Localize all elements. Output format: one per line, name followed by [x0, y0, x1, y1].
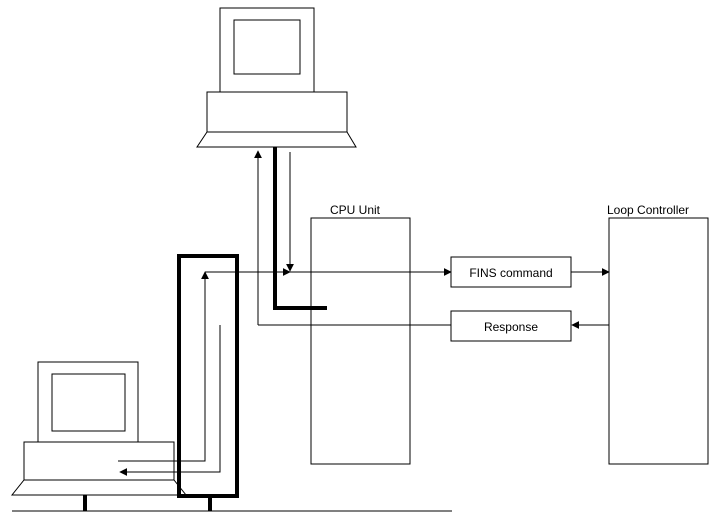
loop-controller-label: Loop Controller	[607, 203, 689, 217]
fins-command-box	[450, 256, 572, 288]
top-computer-icon	[196, 7, 357, 148]
response-label: Response	[484, 320, 538, 334]
bottom-command-path	[118, 271, 209, 462]
bottom-response-path	[119, 325, 221, 476]
top-computer-cable	[273, 147, 327, 310]
response-box	[450, 310, 572, 342]
bottom-computer-icon	[10, 361, 188, 496]
cpu-unit-label: CPU Unit	[330, 203, 381, 217]
network-route-frame	[177, 254, 239, 498]
fins-command-label: FINS command	[469, 266, 552, 280]
cpu-unit-box	[310, 217, 411, 465]
loop-controller-box	[608, 217, 709, 465]
